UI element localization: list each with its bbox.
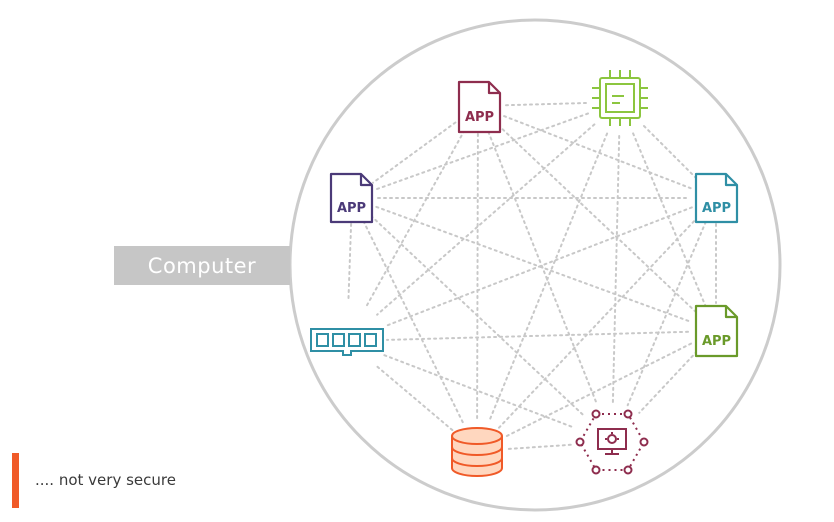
connector-line xyxy=(372,121,457,184)
connector-line xyxy=(386,330,689,341)
connector-line xyxy=(383,354,576,429)
app-file-icon-top: APP xyxy=(457,80,502,134)
connector-line xyxy=(626,220,707,407)
system-boundary-circle xyxy=(288,18,782,512)
connector-line xyxy=(487,131,599,406)
connector-line xyxy=(643,125,699,181)
security-note: .... not very secure xyxy=(35,471,176,489)
connector-line xyxy=(375,112,589,191)
connector-line xyxy=(504,342,692,438)
connector-line xyxy=(362,220,464,424)
connector-line xyxy=(376,123,596,316)
connector-line xyxy=(611,135,621,403)
connector-line xyxy=(370,214,584,416)
app-file-icon-left: APP xyxy=(329,172,374,224)
connector-line xyxy=(497,124,697,313)
memory-module-icon xyxy=(310,328,384,356)
connector-line xyxy=(365,129,466,308)
connector-line xyxy=(505,102,587,107)
note-accent-bar xyxy=(12,453,19,508)
network-monitor-icon xyxy=(575,409,649,475)
computer-label: Computer xyxy=(114,246,290,285)
connector-line xyxy=(383,206,693,328)
connector-line xyxy=(347,223,353,302)
app-label-right: APP xyxy=(702,201,731,216)
connector-line xyxy=(488,132,609,423)
connector-line xyxy=(498,215,700,429)
app-label-top: APP xyxy=(465,110,494,125)
connector-line xyxy=(632,132,707,307)
connector-line xyxy=(638,350,698,414)
app-label-right-lower: APP xyxy=(702,334,731,349)
connector-line xyxy=(376,365,454,432)
app-label-left: APP xyxy=(337,201,366,216)
cpu-chip-icon xyxy=(592,70,648,126)
app-file-icon-right-lower: APP xyxy=(694,304,739,358)
database-icon xyxy=(451,427,503,477)
connector-lines xyxy=(347,102,717,450)
connector-line xyxy=(507,443,574,450)
connector-line xyxy=(375,205,691,323)
app-file-icon-right: APP xyxy=(694,172,739,224)
connector-line xyxy=(503,115,693,190)
connector-line xyxy=(476,133,479,420)
